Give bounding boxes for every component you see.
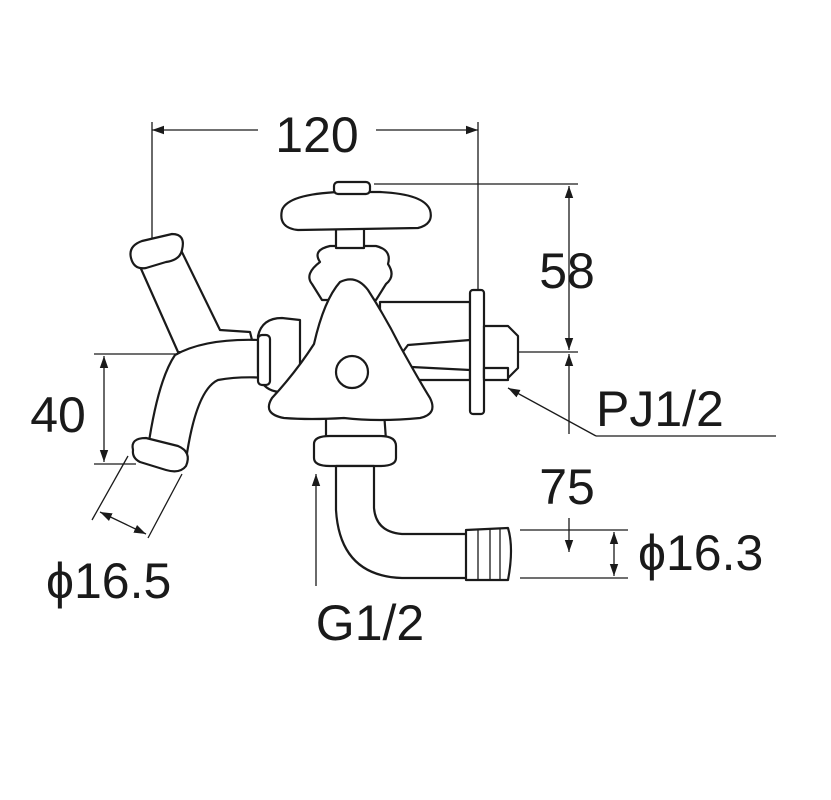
faucet-body bbox=[129, 180, 520, 582]
dim-width-label: 120 bbox=[275, 107, 358, 163]
dim-drop: 40 bbox=[30, 353, 178, 465]
dim-height-lower: 75 bbox=[539, 354, 595, 552]
valve-bonnet bbox=[308, 244, 393, 302]
dim-dia-right: ϕ16.3 bbox=[520, 525, 763, 581]
dim-width: 120 bbox=[151, 107, 479, 290]
dim-height-upper: 58 bbox=[374, 183, 595, 353]
dim-outlet-thread: G1/2 bbox=[311, 474, 424, 651]
dim-dia-left-label: ϕ16.5 bbox=[46, 553, 171, 609]
lever-handle bbox=[267, 278, 434, 422]
dim-height-upper-label: 58 bbox=[539, 243, 595, 299]
dim-inlet-thread: PJ1/2 bbox=[507, 381, 776, 437]
lower-hose-barb bbox=[464, 526, 513, 582]
inlet-flange bbox=[468, 288, 486, 416]
dim-dia-left: ϕ16.5 bbox=[46, 455, 183, 609]
handle-screw bbox=[334, 354, 370, 390]
dim-outlet-thread-label: G1/2 bbox=[316, 595, 424, 651]
lower-curved-spout bbox=[146, 338, 270, 462]
lower-elbow-spout bbox=[334, 464, 472, 580]
dim-inlet-thread-label: PJ1/2 bbox=[596, 381, 724, 437]
dim-drop-label: 40 bbox=[30, 387, 86, 443]
dim-height-lower-label: 75 bbox=[539, 459, 595, 515]
top-handle bbox=[280, 190, 432, 232]
dim-dia-right-label: ϕ16.3 bbox=[638, 525, 763, 581]
